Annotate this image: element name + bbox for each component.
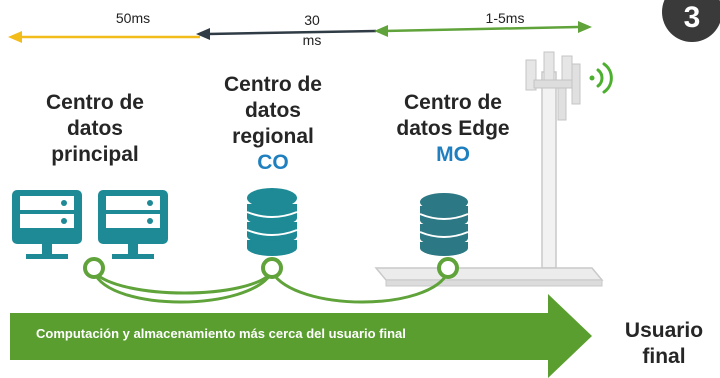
latency-label-edge: 1-5ms <box>485 10 525 26</box>
network-node <box>261 257 283 279</box>
latency-label-regional-line1: 30 <box>304 12 320 28</box>
banner-text: Computación y almacenamiento más cerca d… <box>36 326 406 341</box>
center-title-main-line3: principal <box>51 143 139 166</box>
center-title-regional-line2: datos <box>244 99 301 122</box>
latency-label-regional: 30 ms <box>292 10 332 50</box>
network-connection-lines <box>92 270 450 304</box>
center-title-edge: Centro de datos Edge MO <box>378 90 528 168</box>
banner-arrow <box>10 294 592 378</box>
center-title-regional: Centro de datos regional CO <box>198 72 348 176</box>
database-icon-regional <box>246 188 298 256</box>
center-code-edge: MO <box>436 143 470 166</box>
network-node <box>437 257 459 279</box>
latency-arrow-regional <box>196 28 377 40</box>
latency-arrow-edge <box>374 21 592 37</box>
center-title-regional-line3: regional <box>232 125 314 148</box>
wireless-signal-icon <box>589 62 613 94</box>
latency-arrow-main <box>8 31 200 43</box>
server-monitor-icon <box>98 190 168 259</box>
latency-label-main: 50ms <box>115 10 151 26</box>
network-node <box>83 257 105 279</box>
center-title-edge-line1: Centro de <box>403 91 502 114</box>
server-monitor-icon <box>12 190 82 259</box>
center-code-regional: CO <box>257 151 289 174</box>
end-user-line2: final <box>642 345 686 368</box>
latency-label-regional-line2: ms <box>302 32 322 48</box>
center-title-regional-line1: Centro de <box>223 73 322 96</box>
database-icon-edge <box>419 193 469 256</box>
cell-tower-illustration <box>374 51 604 287</box>
center-title-edge-line2: datos Edge <box>396 117 510 140</box>
end-user-line1: Usuario <box>624 319 704 342</box>
center-title-main-line2: datos <box>66 117 123 140</box>
center-title-main: Centro de datos principal <box>20 90 170 168</box>
center-title-main-line1: Centro de <box>45 91 144 114</box>
end-user-label: Usuario final <box>612 318 716 370</box>
